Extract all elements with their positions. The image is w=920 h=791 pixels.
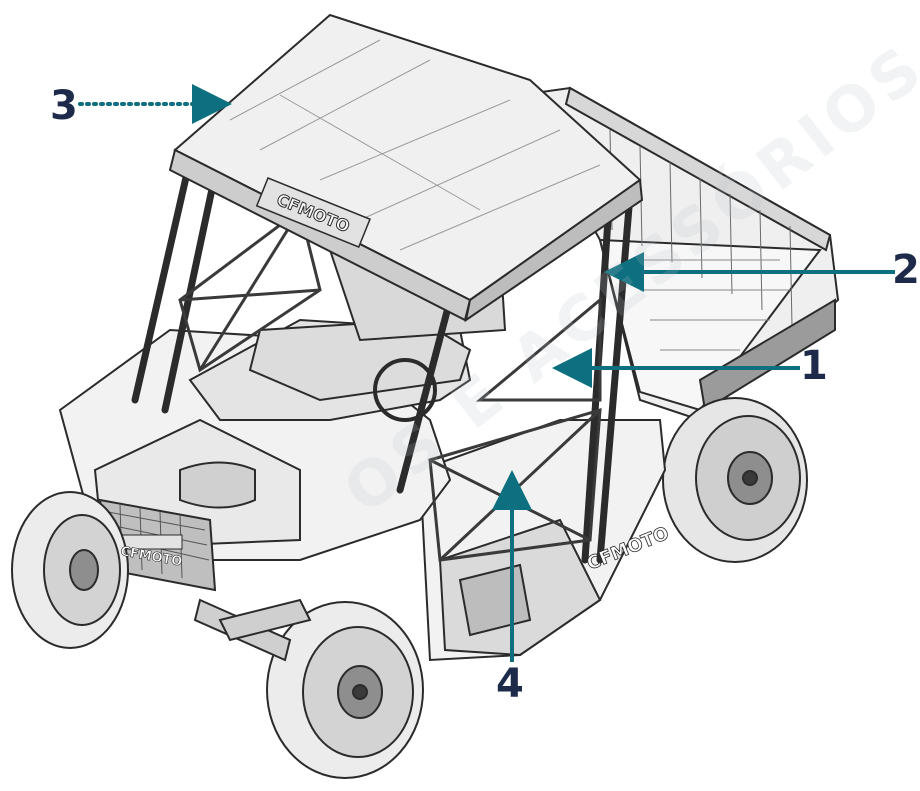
callout-number-2: 2 [892,247,920,293]
roof: CFMOTO [168,13,644,323]
front-suspension [193,598,312,662]
rear-wheel [662,397,808,563]
callout-number-3: 3 [50,83,78,129]
callout-number-4: 4 [496,661,524,707]
roof-brand-plate: CFMOTO [255,177,371,248]
front-left-wheel [11,491,129,649]
callout-arrows [78,84,895,662]
front-right-wheel [266,601,424,779]
callout-number-1: 1 [800,343,828,389]
